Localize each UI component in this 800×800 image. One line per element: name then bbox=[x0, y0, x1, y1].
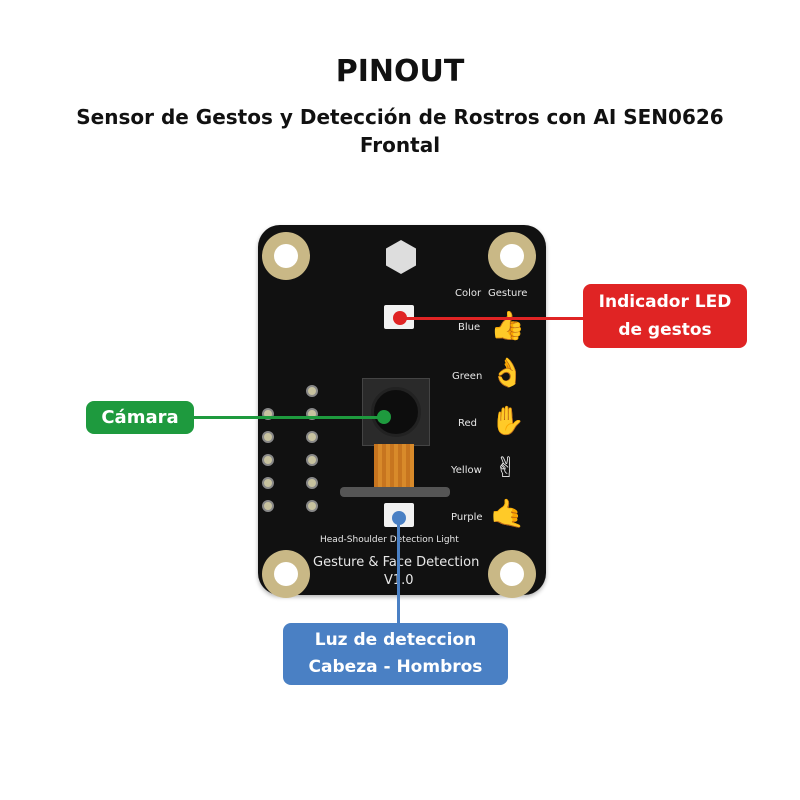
mounting-hole-bottom-right bbox=[488, 550, 536, 598]
camera-callout-dot bbox=[377, 410, 391, 424]
camera-callout-line bbox=[192, 416, 390, 419]
pin bbox=[306, 454, 318, 466]
mounting-hole-top-left bbox=[262, 232, 310, 280]
led-indicator-callout: Indicador LED de gestos bbox=[583, 284, 747, 348]
color-label: Color bbox=[455, 288, 482, 299]
detection-light-label: Head-Shoulder Detection Light bbox=[320, 535, 459, 545]
gesture-color-yellow: Yellow bbox=[451, 465, 482, 476]
subtitle-line-2: Frontal bbox=[359, 133, 441, 157]
pin bbox=[306, 431, 318, 443]
head-shoulder-light-callout: Luz de deteccion Cabeza - Hombros bbox=[283, 623, 508, 685]
light-callout-line-2: Cabeza - Hombros bbox=[308, 657, 483, 677]
gesture-color-blue: Blue bbox=[458, 322, 481, 333]
light-callout-line-1: Luz de deteccion bbox=[314, 630, 477, 650]
board-slot bbox=[340, 487, 450, 497]
open-palm-icon: ✋ bbox=[490, 404, 525, 437]
pin bbox=[262, 500, 274, 512]
peace-hand-icon: ✌ bbox=[494, 451, 518, 484]
thumbs-up-icon: 👍 bbox=[490, 309, 525, 342]
gesture-label: Gesture bbox=[488, 288, 528, 299]
ok-hand-icon: 👌 bbox=[490, 356, 525, 389]
light-callout-line bbox=[397, 517, 400, 625]
pin bbox=[306, 477, 318, 489]
page-title: PINOUT bbox=[335, 54, 465, 89]
led-callout-line-2: de gestos bbox=[618, 320, 712, 340]
camera-module bbox=[362, 378, 430, 446]
pin bbox=[262, 431, 274, 443]
led-callout-dot bbox=[393, 311, 407, 325]
pin bbox=[306, 385, 318, 397]
light-callout-dot bbox=[392, 511, 406, 525]
led-callout-line bbox=[400, 317, 584, 320]
mounting-hole-bottom-left bbox=[262, 550, 310, 598]
subtitle-line-1: Sensor de Gestos y Detección de Rostros … bbox=[76, 105, 724, 129]
led-callout-line-1: Indicador LED bbox=[598, 292, 732, 312]
product-name: Gesture & Face Detection bbox=[313, 555, 480, 570]
pin bbox=[262, 477, 274, 489]
camera-callout: Cámara bbox=[86, 401, 194, 434]
gesture-color-purple: Purple bbox=[451, 512, 483, 523]
pin bbox=[306, 500, 318, 512]
gesture-color-red: Red bbox=[458, 418, 477, 429]
gesture-color-green: Green bbox=[452, 371, 483, 382]
pin bbox=[262, 454, 274, 466]
mounting-hole-top-right bbox=[488, 232, 536, 280]
shaka-hand-icon: 🤙 bbox=[490, 497, 525, 530]
page-subtitle: Sensor de Gestos y Detección de Rostros … bbox=[0, 103, 800, 159]
